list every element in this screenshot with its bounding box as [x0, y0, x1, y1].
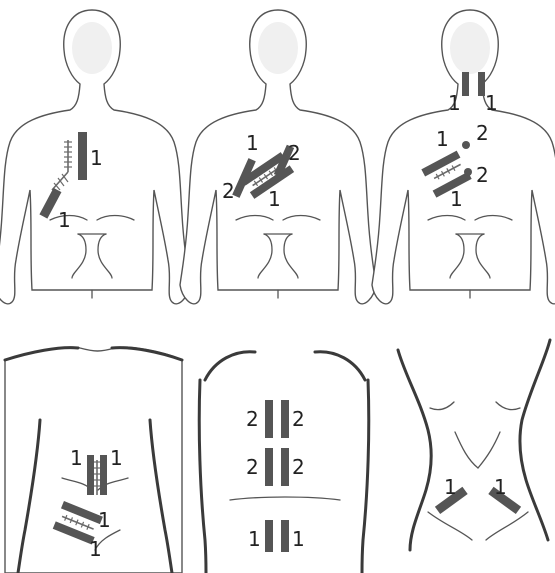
electrode-dot-1	[462, 141, 470, 149]
label-p3-5: 2	[476, 163, 489, 187]
label-p3-4: 2	[476, 121, 489, 145]
panel-2-back-view: 1 2 2 1	[180, 10, 376, 304]
label-p2-4: 1	[268, 187, 281, 211]
label-p4-2: 1	[110, 446, 123, 470]
label-p3-1: 1	[448, 91, 461, 115]
label-p3-6: 1	[450, 187, 463, 211]
electrode-12	[100, 455, 107, 495]
label-p5-1: 2	[246, 407, 259, 431]
electrode-16	[281, 400, 289, 438]
panel-1-back-view: 1 1	[0, 10, 190, 304]
label-p4-4: 1	[89, 537, 102, 561]
panel-5-lower-back: 2 2 2 2 1 1	[199, 352, 369, 573]
label-p2-1: 1	[246, 131, 259, 155]
label-p5-2: 2	[292, 407, 305, 431]
label-p5-3: 2	[246, 455, 259, 479]
panel-4-lower-back: 1 1 1 1	[5, 347, 182, 573]
label-p5-4: 2	[292, 455, 305, 479]
panel-3-back-view: 1 1 1 2 2 1	[372, 10, 555, 304]
label-p6-2: 1	[494, 475, 507, 499]
label-p3-3: 1	[436, 127, 449, 151]
electrode-dot-2	[464, 168, 472, 176]
label-p1-2: 1	[58, 208, 71, 232]
label-p6-1: 1	[444, 475, 457, 499]
label-p5-6: 1	[292, 527, 305, 551]
electrode-19	[265, 520, 273, 552]
electrode-7	[462, 72, 469, 96]
electrode-15	[265, 400, 273, 438]
electrode-18	[281, 448, 289, 486]
label-p5-5: 1	[248, 527, 261, 551]
electrode-20	[281, 520, 289, 552]
label-p3-2: 1	[485, 91, 498, 115]
electrode-1	[78, 132, 87, 180]
label-p4-3: 1	[98, 508, 111, 532]
electrode-17	[265, 448, 273, 486]
label-p2-3: 2	[222, 179, 235, 203]
panel-6-front-view: 1 1	[398, 340, 550, 550]
label-p2-2: 2	[288, 141, 301, 165]
electrode-8	[478, 72, 485, 96]
label-p1-1: 1	[90, 146, 103, 170]
label-p4-1: 1	[70, 446, 83, 470]
electrode-11	[87, 455, 94, 495]
